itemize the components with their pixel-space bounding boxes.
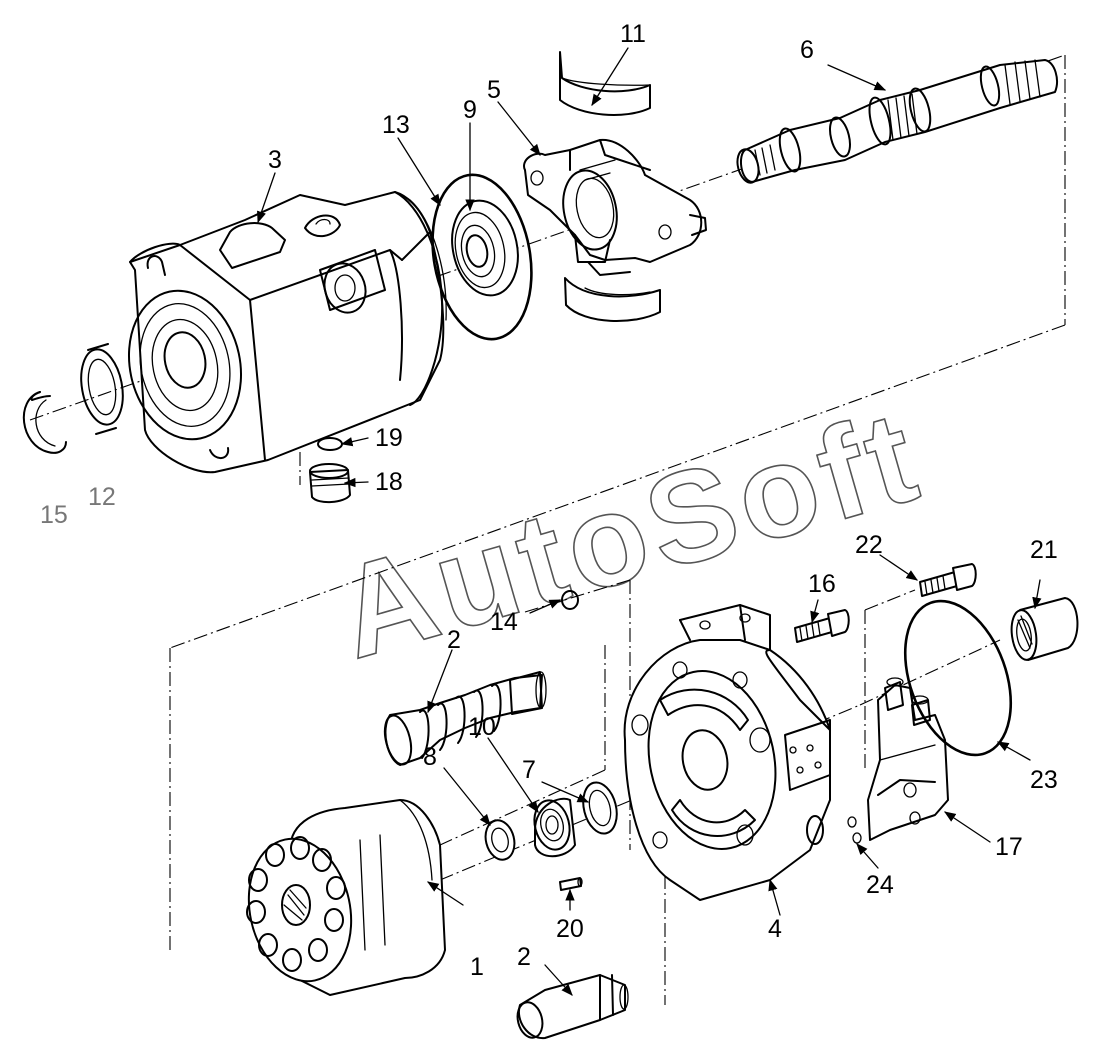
callout-14: 14	[490, 608, 518, 636]
part-13-housing-o-ring	[431, 173, 533, 341]
part-23-end-cap-o-ring	[903, 599, 1013, 757]
callout-7: 7	[522, 756, 536, 784]
callout-21: 21	[1030, 536, 1058, 564]
callout-13: 13	[382, 111, 410, 139]
callout-6: 6	[800, 36, 814, 64]
part-7-spacer-ring	[582, 781, 618, 835]
part-14-small-o-ring	[561, 590, 579, 610]
part-17-control-valve	[867, 677, 949, 841]
callout-19: 19	[375, 424, 403, 452]
callout-22: 22	[855, 531, 883, 559]
callout-17: 17	[995, 833, 1023, 861]
part-3-pump-housing	[127, 191, 447, 474]
callout-10: 10	[468, 713, 496, 741]
callout-8: 8	[423, 743, 437, 771]
callout-1: 1	[470, 953, 484, 981]
part-19-o-ring	[317, 437, 343, 451]
part-6-drive-shaft	[736, 59, 1058, 184]
part-4-port-plate	[623, 604, 831, 901]
callout-4: 4	[768, 915, 782, 943]
callout-20: 20	[556, 915, 584, 943]
part-2-piston	[516, 974, 629, 1040]
callout-11: 11	[620, 20, 646, 48]
callout-18: 18	[375, 468, 403, 496]
callout-5: 5	[487, 76, 501, 104]
part-2-spring-assembly	[383, 671, 547, 766]
watermark-text: AutoSoft	[322, 381, 936, 686]
part-21-needle-bearing	[1010, 597, 1079, 661]
part-18-plug	[309, 463, 351, 503]
callout-2-lower: 2	[517, 943, 531, 971]
part-24-small-o-rings	[847, 816, 862, 844]
part-10-bearing	[533, 797, 576, 858]
part-11-cradle-bearing	[559, 51, 661, 323]
part-20-dowel-pin	[559, 877, 583, 891]
part-16-cap-screw	[794, 609, 850, 643]
part-15-snap-ring	[22, 391, 67, 454]
callout-23: 23	[1030, 766, 1058, 794]
callout-leaders	[257, 47, 1042, 996]
callout-labels: 1 2 2 3 4 5 6 7 8 9 10 11 12 13 14 15 16…	[40, 20, 1058, 981]
part-1-cylinder-block	[246, 799, 446, 996]
callout-12: 12	[88, 483, 116, 511]
callout-24: 24	[866, 871, 894, 899]
callout-9: 9	[463, 96, 477, 124]
part-9-bearing	[451, 199, 519, 297]
part-12-shaft-seal	[80, 343, 124, 435]
part-22-cap-screw	[919, 563, 977, 597]
callout-2-upper: 2	[447, 626, 461, 654]
callout-3: 3	[268, 146, 282, 174]
part-8-washer	[484, 819, 516, 861]
callout-15: 15	[40, 501, 68, 529]
callout-16: 16	[808, 570, 836, 598]
part-5-swash-plate	[523, 138, 707, 276]
